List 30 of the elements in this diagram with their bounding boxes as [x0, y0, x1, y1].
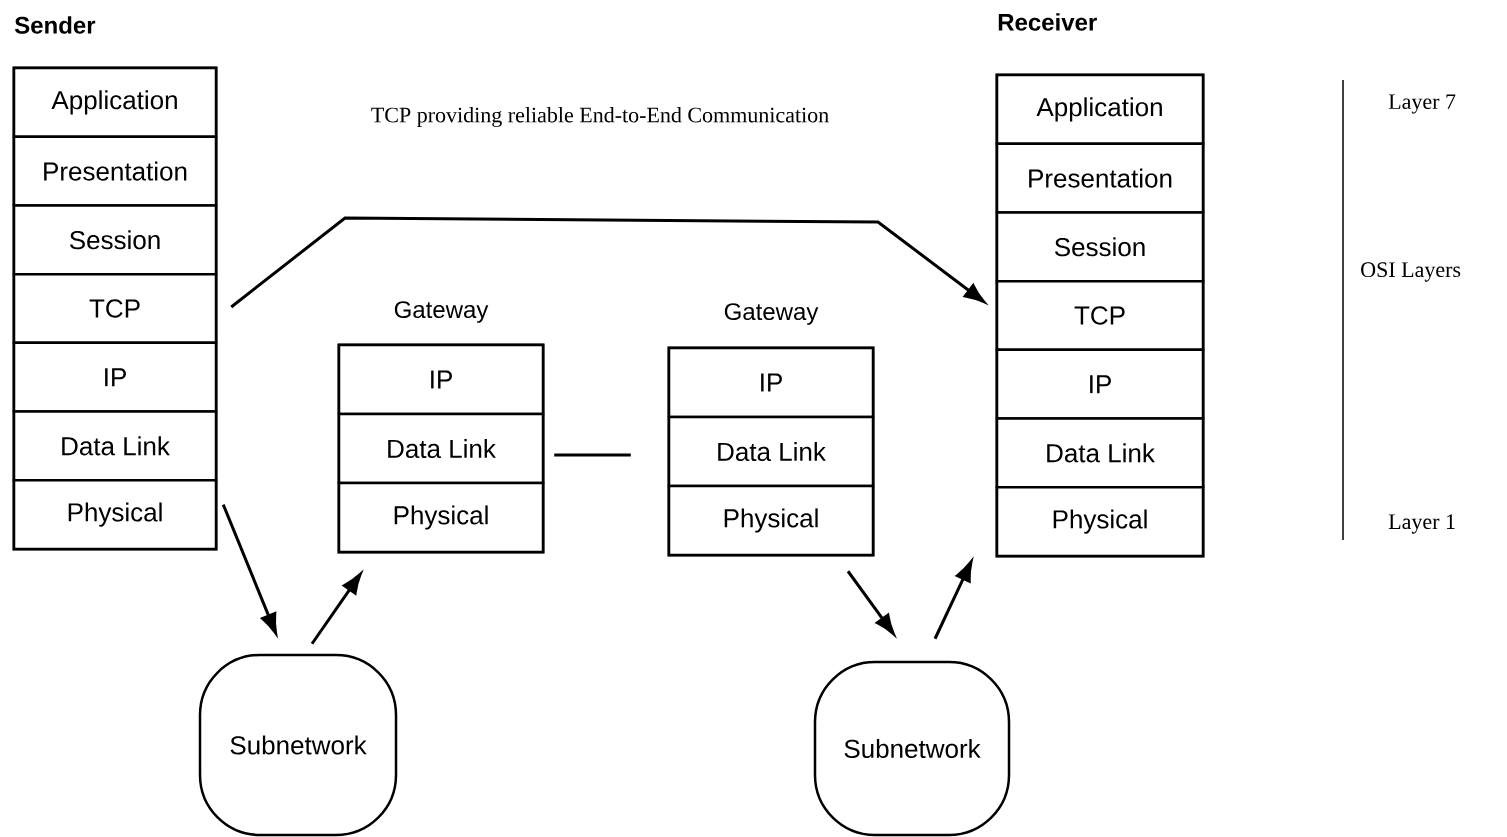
layer-box: Data Link — [337, 412, 545, 485]
layer-box: Physical — [12, 479, 218, 551]
layer-box: IP — [995, 348, 1205, 420]
layer-box: Presentation — [12, 135, 218, 207]
node-label: Sender — [14, 16, 96, 34]
layer-box: IP — [667, 346, 875, 419]
network-cloud: Subnetwork — [198, 653, 398, 837]
layer-box: Physical — [667, 484, 875, 557]
network-cloud: Subnetwork — [813, 660, 1011, 837]
layer-box: Session — [995, 211, 1205, 283]
layer-box: Physical — [337, 481, 545, 554]
layer-box: Application — [12, 66, 218, 138]
layer-label: Layer 1 — [1388, 514, 1455, 534]
layer-box: TCP — [12, 272, 218, 345]
layer-box: Data Link — [995, 417, 1205, 489]
layer-box: Data Link — [667, 415, 875, 488]
layer-box: Application — [995, 73, 1205, 145]
layer-label: OSI Layers — [1361, 262, 1461, 282]
node-label: Gateway — [724, 303, 819, 325]
layer-box: Physical — [995, 486, 1205, 558]
layer-box: Data Link — [12, 410, 218, 482]
layer-label: Layer 7 — [1388, 94, 1456, 114]
layer-box: IP — [337, 343, 545, 416]
layer-box: TCP — [995, 279, 1205, 352]
layer-box: Presentation — [995, 142, 1205, 214]
connector-line — [554, 453, 631, 457]
layer-box: IP — [12, 341, 218, 413]
caption-text: TCP providing reliable End-to-End Communication — [371, 107, 829, 127]
node-label: Receiver — [998, 13, 1097, 31]
layer-box: Session — [12, 204, 218, 276]
